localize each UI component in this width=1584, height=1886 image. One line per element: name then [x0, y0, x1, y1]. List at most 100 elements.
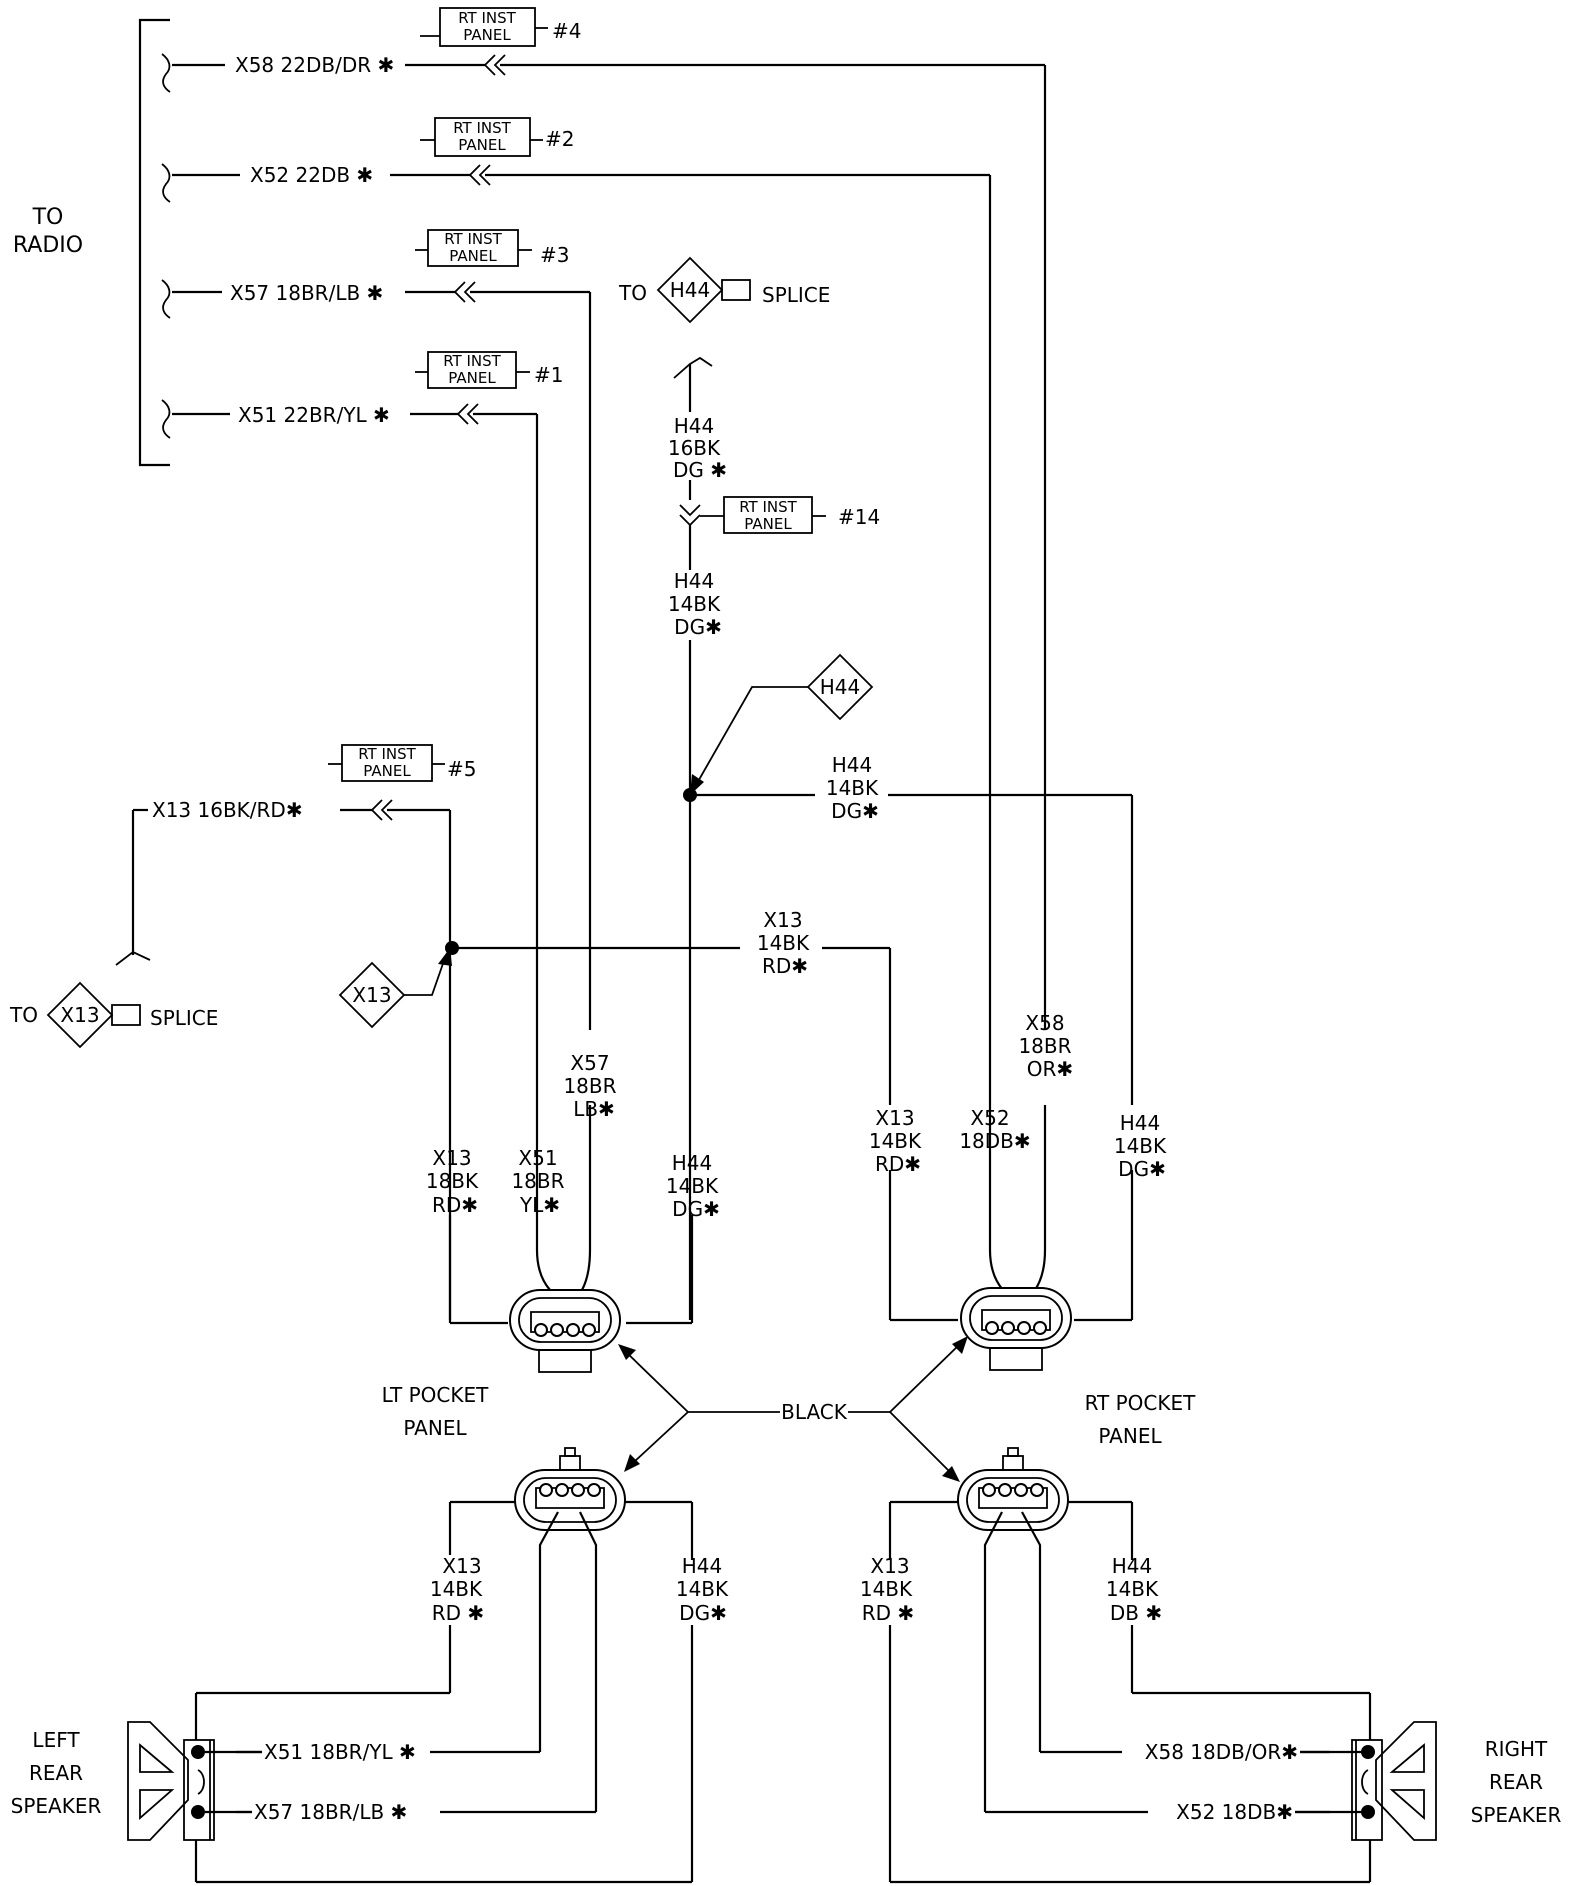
- rt-lower-wire-2-l1: H44: [1112, 1554, 1153, 1578]
- rt-lower-wire-2-l3: DB ✱: [1110, 1601, 1162, 1625]
- lt-upper-wire-2-l2: 18BR: [511, 1169, 564, 1193]
- rt-upper-connector: [960, 1287, 1072, 1371]
- x13-splice-to: TO: [9, 1003, 38, 1027]
- h44-branch-right: [683, 788, 1134, 1320]
- h44-splice-to: TO: [618, 281, 647, 305]
- h44-lower-l1: H44: [674, 569, 715, 593]
- x13-top-label: X13 16BK/RD✱: [152, 798, 303, 822]
- lt-upper-wire-1-l1: X13: [432, 1146, 471, 1170]
- rt-upper-wire-3-l2: 18BR: [1018, 1034, 1071, 1058]
- x13-branch-right: [445, 941, 892, 1320]
- x13-mid-l1: X13: [763, 908, 802, 932]
- rt-lower-wire-1-l2: 14BK: [860, 1577, 913, 1601]
- rt-upper-wire-2-l1: X52: [970, 1106, 1009, 1130]
- black-arrows: [618, 1336, 968, 1482]
- panel-box-x52-line2: PANEL: [458, 136, 506, 154]
- h44-upper-l2: 16BK: [668, 436, 721, 460]
- rt-lower-wire-1-l1: X13: [870, 1554, 909, 1578]
- rt-upper-wire-3-l1: X58: [1025, 1011, 1064, 1035]
- lt-upper-wire-2-l3: YL✱: [519, 1193, 560, 1217]
- rt-upper-wire-4-l3: DG✱: [1118, 1157, 1166, 1181]
- x13-splice-label: SPLICE: [150, 1006, 218, 1030]
- lt-pocket-l2: PANEL: [403, 1416, 467, 1440]
- h44-upper-l3: DG ✱: [673, 458, 727, 482]
- h44-right-l2: 14BK: [826, 776, 879, 800]
- left-speaker-l2: REAR: [29, 1761, 83, 1785]
- lt-lower-connector: [514, 1447, 626, 1531]
- h44-pin: #14: [838, 505, 880, 529]
- radio-wire-x57-pin: #3: [540, 243, 569, 267]
- panel-box-x58-line2: PANEL: [463, 26, 511, 44]
- rt-upper-wire-1-l2: 14BK: [869, 1129, 922, 1153]
- rt-pocket-l1: RT POCKET: [1085, 1391, 1197, 1415]
- left-speaker-wire-1: X51 18BR/YL ✱: [264, 1740, 416, 1764]
- x13-mid-l3: RD✱: [762, 954, 808, 978]
- lt-upper-wire-3-l3: LB✱: [573, 1097, 615, 1121]
- right-speaker-l3: SPEAKER: [1471, 1803, 1562, 1827]
- panel-box-x51-line1: RT INST: [443, 352, 501, 370]
- radio-label-2: RADIO: [13, 233, 83, 258]
- rt-lower-wire-2-l2: 14BK: [1106, 1577, 1159, 1601]
- h44-right-l3: DG✱: [831, 799, 879, 823]
- lt-upper-wire-2-l1: X51: [518, 1146, 557, 1170]
- x13-top-pin: #5: [447, 757, 476, 781]
- rt-lower-connector: [957, 1447, 1069, 1531]
- lt-upper-wire-1-l3: RD✱: [432, 1193, 478, 1217]
- h44-splice-id: H44: [670, 278, 711, 302]
- lt-upper-wire-3-l2: 18BR: [563, 1074, 616, 1098]
- lt-lower-wire-2-l3: DG✱: [679, 1601, 727, 1625]
- rt-upper-wire-2-l2: 18DB✱: [959, 1129, 1030, 1153]
- panel-box-x57-line2: PANEL: [449, 247, 497, 265]
- h44-diamond-label: H44: [820, 675, 861, 699]
- radio-wire-x57-label: X57 18BR/LB ✱: [230, 281, 383, 305]
- radio-wire-x57: [161, 229, 592, 1030]
- left-speaker-icon: [127, 1721, 262, 1841]
- right-speaker-l2: REAR: [1489, 1770, 1543, 1794]
- lt-upper-wire-4-l3: DG✱: [672, 1197, 720, 1221]
- lt-pocket-l1: LT POCKET: [382, 1383, 489, 1407]
- lt-lower-wire-1-l3: RD ✱: [432, 1601, 484, 1625]
- radio-wire-x51-pin: #1: [534, 363, 563, 387]
- h44-splice-diamond: [656, 256, 751, 324]
- left-speaker-l1: LEFT: [32, 1728, 80, 1752]
- rt-pocket-l2: PANEL: [1098, 1424, 1162, 1448]
- radio-wire-x58: [161, 7, 1047, 1030]
- panel-box-h44-line2: PANEL: [744, 515, 792, 533]
- x13-splice-id: X13: [60, 1003, 99, 1027]
- radio-wire-x58-label: X58 22DB/DR ✱: [235, 53, 394, 77]
- panel-box-h44-line1: RT INST: [739, 498, 797, 516]
- lt-lower-wire-2-l2: 14BK: [676, 1577, 729, 1601]
- panel-box-x51-line2: PANEL: [448, 369, 496, 387]
- lt-upper-wire-4-l1: H44: [672, 1151, 713, 1175]
- lt-upper-wire-4-l2: 14BK: [666, 1174, 719, 1198]
- right-speaker-l1: RIGHT: [1485, 1737, 1548, 1761]
- x13-splice-diamond: [46, 981, 141, 1049]
- lt-lower-wiring: [194, 1500, 694, 1884]
- panel-box-x52-line1: RT INST: [453, 119, 511, 137]
- panel-box-x13-line1: RT INST: [358, 745, 416, 763]
- lt-upper-connector: [509, 1289, 621, 1373]
- radio-wire-x52: [161, 117, 992, 1105]
- black-label: BLACK: [781, 1400, 848, 1424]
- lt-upper-wire-3-l1: X57: [570, 1051, 609, 1075]
- h44-right-l1: H44: [832, 753, 873, 777]
- rt-upper-wire-4-l2: 14BK: [1114, 1134, 1167, 1158]
- radio-label-1: TO: [32, 205, 64, 230]
- rt-lower-wire-1-l3: RD ✱: [862, 1601, 914, 1625]
- radio-wire-x52-label: X52 22DB ✱: [250, 163, 373, 187]
- h44-lower-l2: 14BK: [668, 592, 721, 616]
- panel-box-x13-line2: PANEL: [363, 762, 411, 780]
- radio-wire-x58-pin: #4: [552, 19, 581, 43]
- left-speaker-wire-2: X57 18BR/LB ✱: [254, 1800, 407, 1824]
- rt-upper-wire-4-l1: H44: [1120, 1111, 1161, 1135]
- rt-upper-wire-1-l3: RD✱: [875, 1152, 921, 1176]
- radio-wire-x51: [161, 351, 539, 1105]
- panel-box-x58-line1: RT INST: [458, 9, 516, 27]
- lt-lower-wire-1-l2: 14BK: [430, 1577, 483, 1601]
- right-speaker-wire-2: X52 18DB✱: [1176, 1800, 1293, 1824]
- right-speaker-icon: [1295, 1721, 1437, 1841]
- radio-wire-x51-label: X51 22BR/YL ✱: [238, 403, 390, 427]
- rt-upper-wire-1-l1: X13: [875, 1106, 914, 1130]
- lt-lower-wire-2-l1: H44: [682, 1554, 723, 1578]
